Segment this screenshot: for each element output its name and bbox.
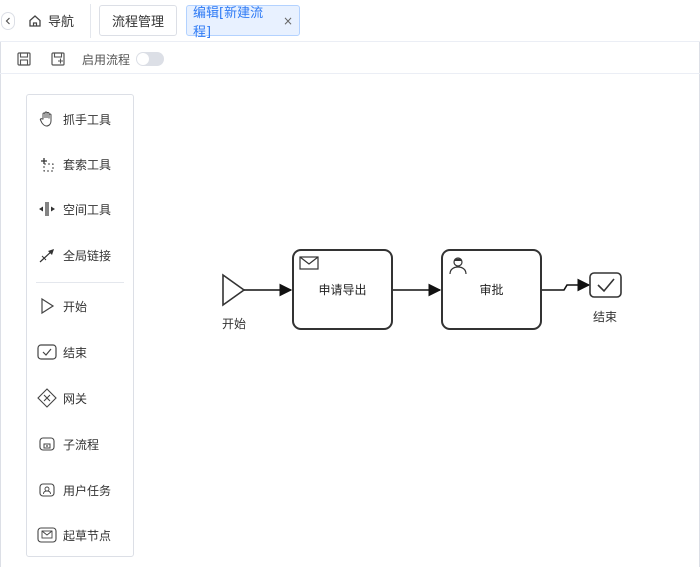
collapse-sidebar-button[interactable] xyxy=(1,12,15,30)
diagram-edges xyxy=(222,272,622,307)
palette-subprocess-label: 子流程 xyxy=(63,437,100,452)
lasso-tool-icon xyxy=(37,154,57,174)
hand-tool-icon xyxy=(37,109,57,129)
start-event-label: 开始 xyxy=(221,317,246,331)
task-apply-export-label: 申请导出 xyxy=(318,283,367,297)
close-tab-icon[interactable]: × xyxy=(282,13,293,28)
tab-bar: 导航 流程管理 编辑[新建流程] × xyxy=(0,0,700,42)
user-task-icon xyxy=(37,480,57,500)
chevron-left-icon xyxy=(5,17,10,25)
editor-toolbar: 启用流程 xyxy=(0,44,700,74)
tab-home[interactable]: 导航 xyxy=(28,5,88,36)
task-apply-export[interactable]: 申请导出 xyxy=(292,249,393,330)
end-event-icon xyxy=(37,342,57,362)
palette-end-event[interactable]: 结束 xyxy=(37,341,129,363)
palette-start-event[interactable]: 开始 xyxy=(37,295,129,317)
save-as-icon[interactable] xyxy=(51,52,65,66)
palette-lasso-tool-label: 套索工具 xyxy=(63,157,112,172)
tab-edit-new-process[interactable]: 编辑[新建流程] × xyxy=(186,5,300,40)
user-icon xyxy=(449,257,467,275)
envelope-icon xyxy=(299,256,319,270)
palette-start-event-label: 开始 xyxy=(63,299,88,314)
tab-process-management[interactable]: 流程管理 xyxy=(99,5,177,36)
check-icon xyxy=(597,278,615,293)
tab-process-management-label: 流程管理 xyxy=(111,15,164,30)
home-icon xyxy=(29,14,41,27)
switch-knob xyxy=(137,53,149,65)
task-approve-label: 审批 xyxy=(479,283,504,297)
tab-home-label: 导航 xyxy=(48,15,75,30)
enable-process-label: 启用流程 xyxy=(82,53,131,67)
palette-gateway-label: 网关 xyxy=(63,391,88,406)
palette-subprocess[interactable]: 子流程 xyxy=(37,433,129,455)
palette-end-event-label: 结束 xyxy=(63,345,88,360)
draft-node-icon xyxy=(37,525,57,545)
end-event-label: 结束 xyxy=(592,310,617,324)
palette-user-task[interactable]: 用户任务 xyxy=(37,479,129,501)
gateway-icon xyxy=(37,388,57,408)
palette-user-task-label: 用户任务 xyxy=(63,483,112,498)
palette-divider xyxy=(36,282,124,283)
palette-gateway[interactable]: 网关 xyxy=(37,387,129,409)
save-icon[interactable] xyxy=(17,52,31,66)
palette-hand-tool[interactable]: 抓手工具 xyxy=(37,108,129,130)
start-event-shape xyxy=(222,273,246,307)
start-event-icon xyxy=(37,296,57,316)
palette-draft-node[interactable]: 起草节点 xyxy=(37,524,129,546)
palette-global-connect-label: 全局链接 xyxy=(63,248,112,263)
palette-lasso-tool[interactable]: 套索工具 xyxy=(37,153,129,175)
palette-draft-node-label: 起草节点 xyxy=(63,528,112,543)
task-approve[interactable]: 审批 xyxy=(441,249,542,330)
subprocess-icon xyxy=(37,434,57,454)
flow-approve-to-end xyxy=(541,278,591,292)
palette-space-tool[interactable]: 空间工具 xyxy=(37,198,129,220)
palette-space-tool-label: 空间工具 xyxy=(63,202,112,217)
tab-edit-new-process-label: 编辑[新建流程] xyxy=(193,5,264,40)
enable-process-switch[interactable] xyxy=(136,52,164,66)
global-connect-icon xyxy=(37,245,57,265)
end-event-shape xyxy=(589,272,622,298)
space-tool-icon xyxy=(37,199,57,219)
palette-hand-tool-label: 抓手工具 xyxy=(63,112,112,127)
tool-palette: 抓手工具 套索工具 空间工具 全局链接 开始 结束 网关 xyxy=(26,94,134,557)
palette-global-connect[interactable]: 全局链接 xyxy=(37,244,129,266)
diagram-canvas[interactable]: 开始 申请导出 审批 结束 xyxy=(140,76,698,564)
tab-divider xyxy=(90,4,91,38)
